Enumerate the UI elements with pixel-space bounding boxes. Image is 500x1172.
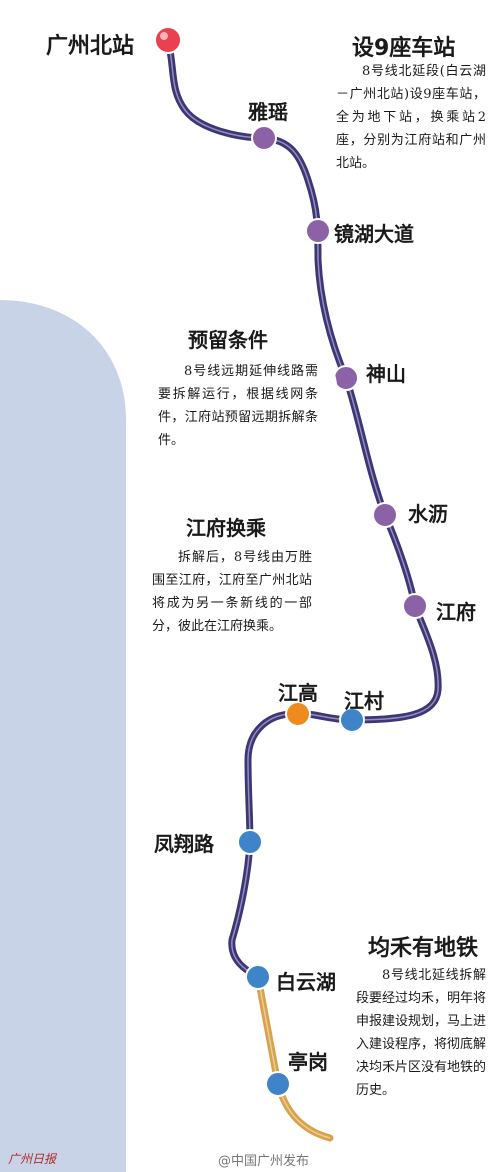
- station-label-jianggao: 江高: [278, 681, 318, 705]
- station-marker-6: [339, 707, 365, 733]
- station-marker-4: [372, 502, 398, 528]
- reserved-bubble: [138, 298, 338, 498]
- junhe-title: 均禾有地铁: [368, 936, 479, 961]
- transfer-bubble: [134, 500, 328, 694]
- station-marker-5: [402, 593, 428, 619]
- station-label-shuili: 水沥: [408, 502, 448, 526]
- station-label-fengxiang-road: 凤翔路: [154, 832, 214, 856]
- station-label-jinghu-avenue: 镜湖大道: [334, 222, 414, 246]
- station-marker-0: [154, 26, 182, 54]
- transfer-title: 江府换乘: [186, 516, 266, 540]
- stations-info-title: 设9座车站: [352, 36, 456, 61]
- station-label-jiangfu: 江府: [436, 600, 476, 624]
- station-marker-terminal-highlight: [160, 32, 168, 40]
- station-marker-3: [333, 365, 359, 391]
- stations-info-text: 8号线北延段(白云湖－广州北站)设9座车站，全为地下站，换乘站2座，分别为江府站…: [336, 64, 486, 171]
- station-label-baiyun-lake: 白云湖: [276, 970, 336, 994]
- station-label-jiangcun: 江村: [344, 689, 384, 713]
- station-marker-9: [245, 964, 271, 990]
- station-marker-1: [251, 125, 277, 151]
- station-label-shenshan: 神山: [366, 362, 406, 386]
- station-label-tinggang: 亭岗: [288, 1050, 328, 1074]
- station-label-yayao: 雅瑶: [248, 100, 288, 124]
- station-marker-8: [237, 829, 263, 855]
- station-label-guangzhou-north: 广州北站: [46, 34, 135, 59]
- station-marker-10: [265, 1071, 291, 1097]
- newspaper-logo: 广州日报: [8, 1152, 57, 1166]
- junhe-text: 8号线北延线拆解段要经过均禾，明年将申报建设规划，马上进入建设程序，将彻底解决均…: [356, 968, 487, 1098]
- reserved-title: 预留条件: [188, 328, 268, 352]
- watermark: @中国广州发布: [218, 1154, 310, 1169]
- transfer-text: 拆解后，8号线由万胜围至江府，江府至广州北站将成为另一条新线的一部分，彼此在江府…: [152, 550, 312, 634]
- reserved-text: 8号线远期延伸线路需要拆解运行，根据线网条件，江府站预留远期拆解条件。: [158, 364, 318, 448]
- station-marker-7: [285, 701, 311, 727]
- station-marker-2: [305, 218, 331, 244]
